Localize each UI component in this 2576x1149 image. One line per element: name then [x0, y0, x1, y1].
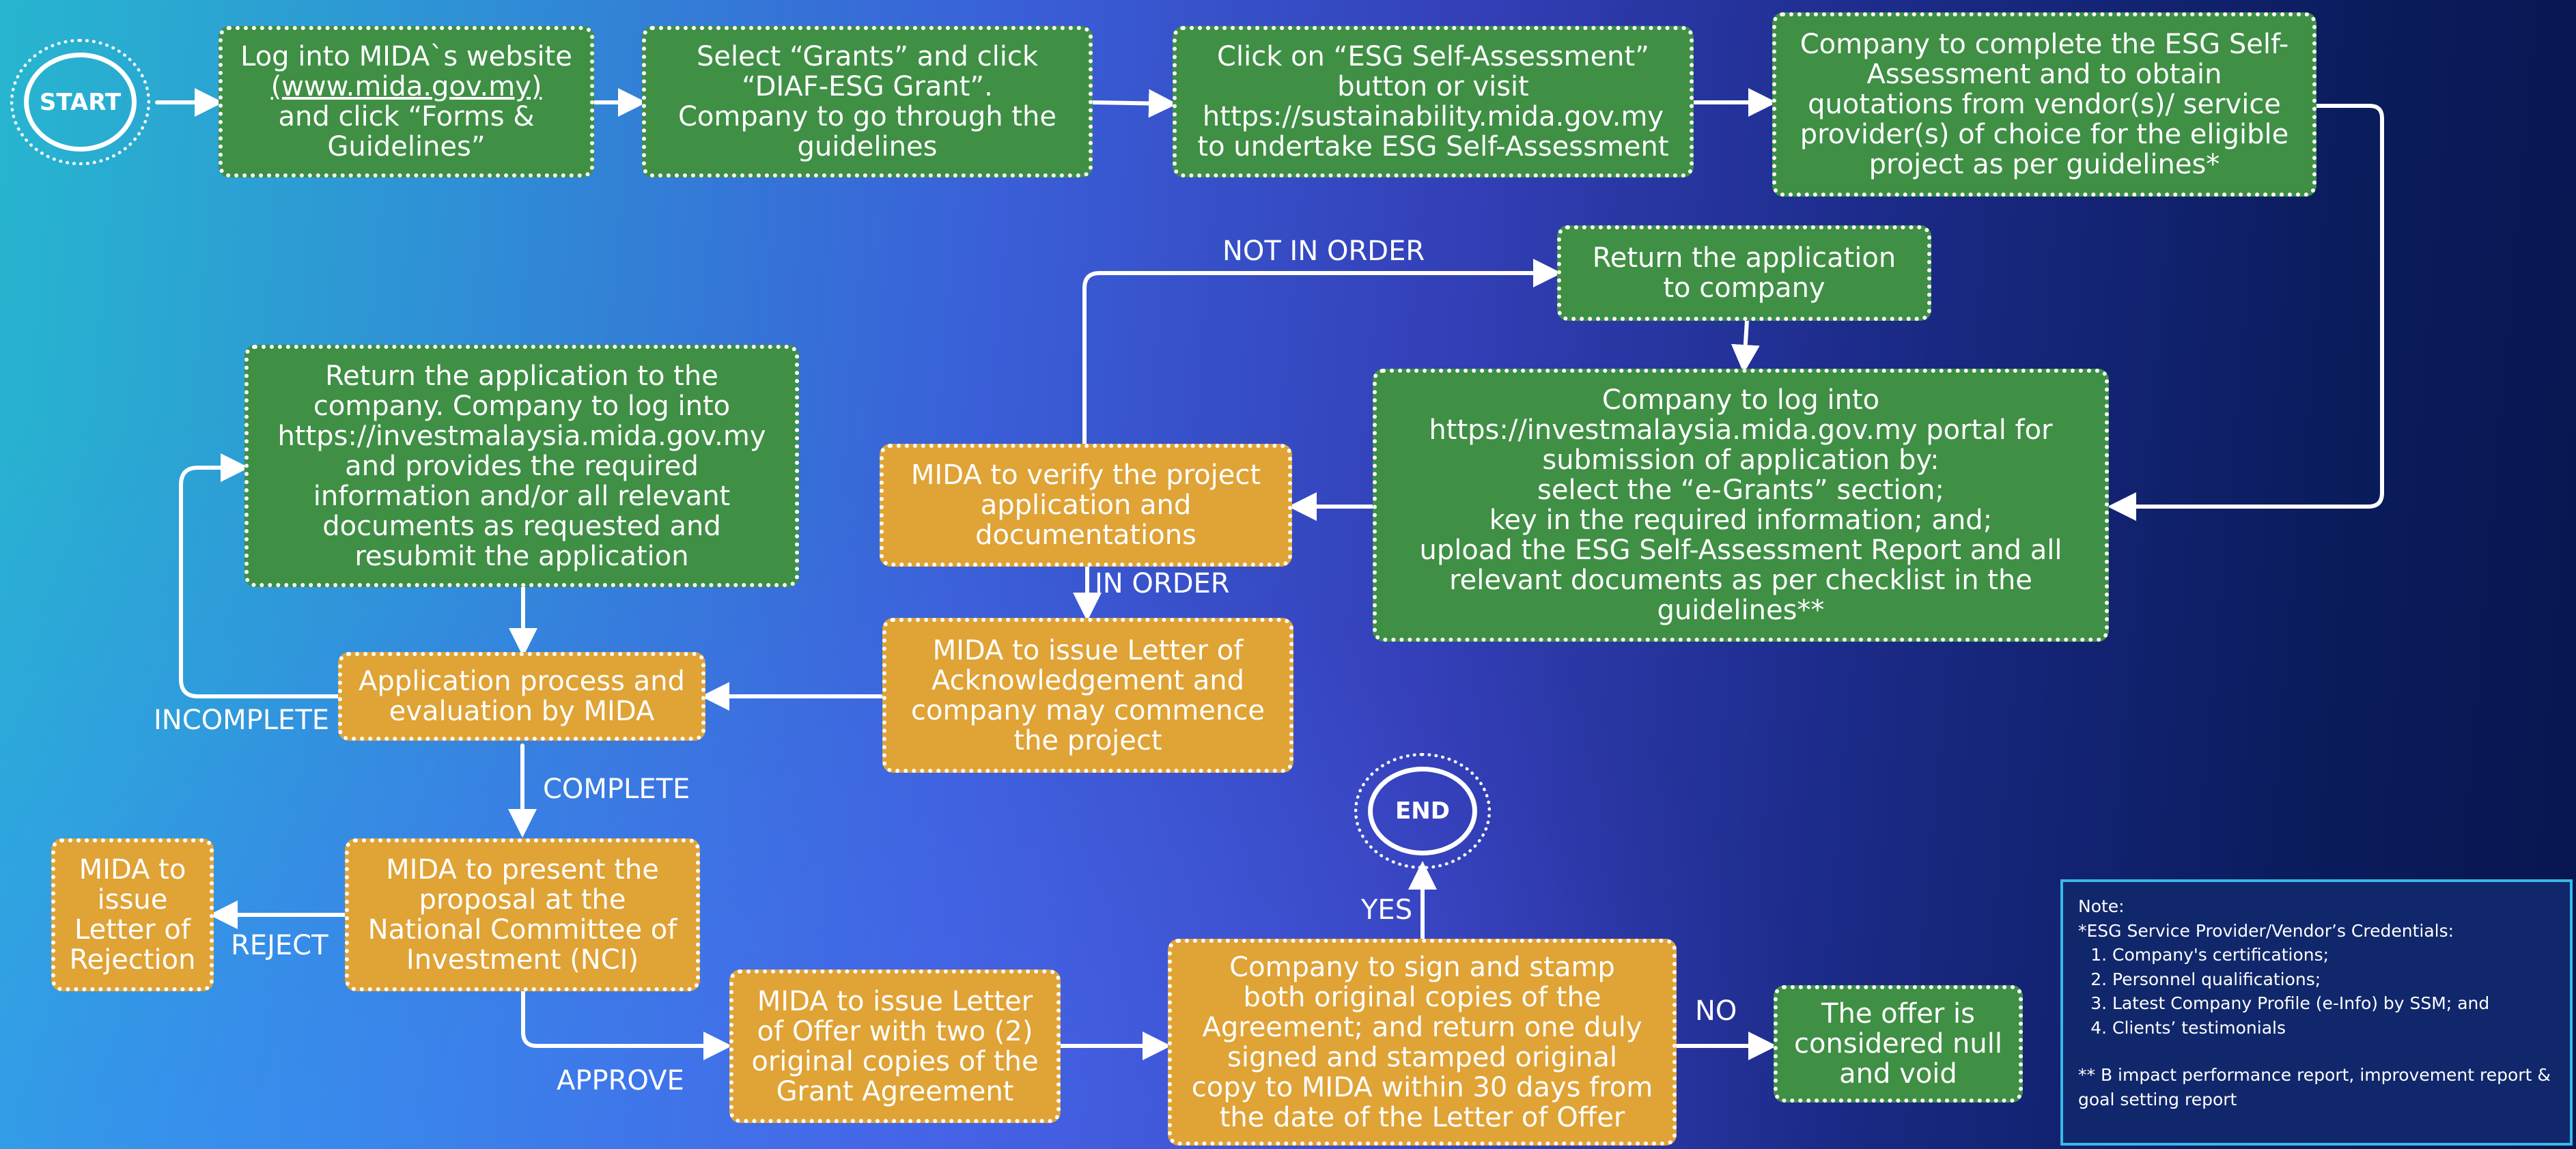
note-footnote: ** B impact performance report, improvem…	[2078, 1065, 2551, 1109]
list-item: Company's certifications;	[2112, 943, 2555, 967]
arrow-s2-s3	[1091, 89, 1177, 118]
start-outer-ring	[10, 39, 150, 165]
step-sign-agreement: Company to sign and stamp both original …	[1168, 939, 1677, 1146]
step-forms-text: and click “Forms & Guidelines”	[278, 101, 535, 162]
label-incomplete: INCOMPLETE	[154, 705, 330, 736]
note-credentials: *ESG Service Provider/Vendor’s Credentia…	[2078, 920, 2454, 941]
step-return-resubmit: Return the application to the company. C…	[244, 345, 799, 587]
label-reject: REJECT	[231, 930, 328, 961]
label-no: NO	[1695, 995, 1737, 1027]
step-select-grants: Select “Grants” and click “DIAF-ESG Gran…	[642, 26, 1093, 178]
label-not-in-order: NOT IN ORDER	[1222, 236, 1425, 267]
mida-website-link[interactable]: (www.mida.gov.my)	[270, 71, 542, 102]
step-return-to-company: Return the application to company	[1557, 225, 1931, 321]
list-item: Latest Company Profile (e-Info) by SSM; …	[2112, 991, 2555, 1016]
start-node: START	[24, 53, 137, 152]
step-submit-application: Company to log into https://investmalays…	[1373, 369, 2109, 642]
step-login-text: Log into MIDA`s website	[240, 41, 572, 72]
arrow-nci-offer	[521, 989, 732, 1060]
label-in-order: IN ORDER	[1095, 568, 1230, 599]
step-esg-self-assessment: Click on “ESG Self-Assessment” button or…	[1173, 26, 1694, 178]
end-label: END	[1395, 797, 1450, 825]
label-complete: COMPLETE	[543, 774, 690, 805]
arrow-return-s5	[1731, 319, 1760, 373]
step-nci-proposal: MIDA to present the proposal at the Nati…	[345, 838, 700, 991]
arrow-s4-s5	[2108, 104, 2384, 521]
start-label: START	[39, 88, 122, 116]
step-letter-of-offer: MIDA to issue Letter of Offer with two (…	[729, 969, 1061, 1123]
step-letter-of-rejection: MIDA to issue Letter of Rejection	[51, 838, 214, 991]
step-evaluation: Application process and evaluation by MI…	[338, 652, 705, 741]
label-yes: YES	[1361, 894, 1413, 926]
step-verify-application: MIDA to verify the project application a…	[880, 444, 1292, 567]
note-box: Note: *ESG Service Provider/Vendor’s Cre…	[2060, 879, 2573, 1146]
note-title: Note:	[2078, 896, 2125, 916]
credentials-list: Company's certifications; Personnel qual…	[2078, 943, 2555, 1040]
label-approve: APPROVE	[557, 1065, 684, 1096]
arrow-eval-resubmit	[179, 453, 340, 698]
end-outer-ring	[1354, 753, 1491, 869]
step-complete-assessment: Company to complete the ESG Self- Assess…	[1772, 12, 2316, 197]
list-item: Personnel qualifications;	[2112, 967, 2555, 992]
step-login-mida: Log into MIDA`s website (www.mida.gov.my…	[219, 26, 594, 178]
list-item: Clients’ testimonials	[2112, 1016, 2555, 1040]
end-node: END	[1368, 767, 1477, 855]
step-acknowledgement-letter: MIDA to issue Letter of Acknowledgement …	[882, 618, 1293, 773]
step-offer-null-void: The offer is considered null and void	[1774, 985, 2023, 1103]
arrow-verify-return	[1082, 259, 1562, 446]
